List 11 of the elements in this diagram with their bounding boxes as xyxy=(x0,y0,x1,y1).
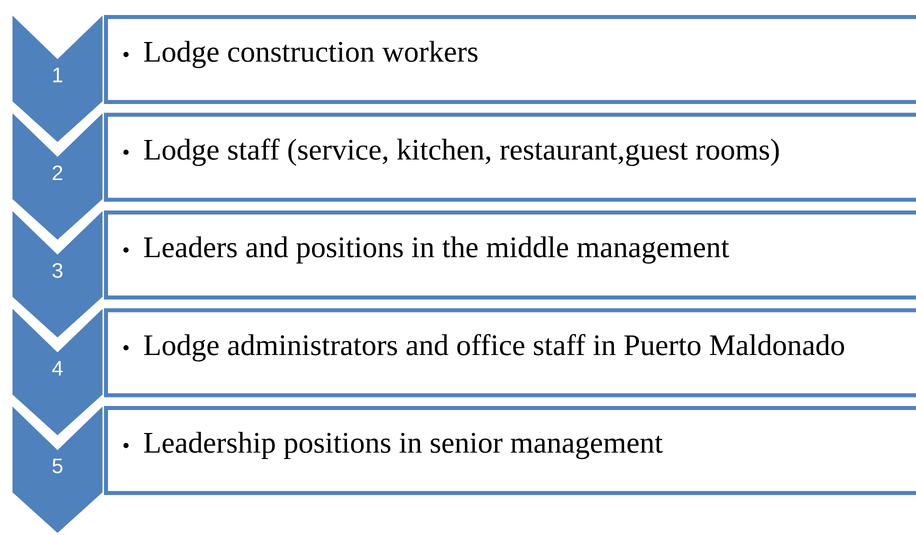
item-text: Leaders and positions in the middle management xyxy=(144,236,730,264)
list-box xyxy=(104,308,916,398)
node-label: 5 xyxy=(52,458,62,474)
item-text: Lodge staff (service, kitchen, restaurant,guest rooms) xyxy=(144,138,779,166)
item-text: Lodge administrators and office staff in Puerto Maldonado xyxy=(144,334,844,362)
list-box xyxy=(104,112,916,202)
list-box xyxy=(104,15,916,104)
item-text: Lodge construction workers xyxy=(144,40,478,68)
list-box xyxy=(104,406,916,495)
item-text: Leadership positions in senior management xyxy=(144,432,663,460)
list-box xyxy=(104,210,916,300)
